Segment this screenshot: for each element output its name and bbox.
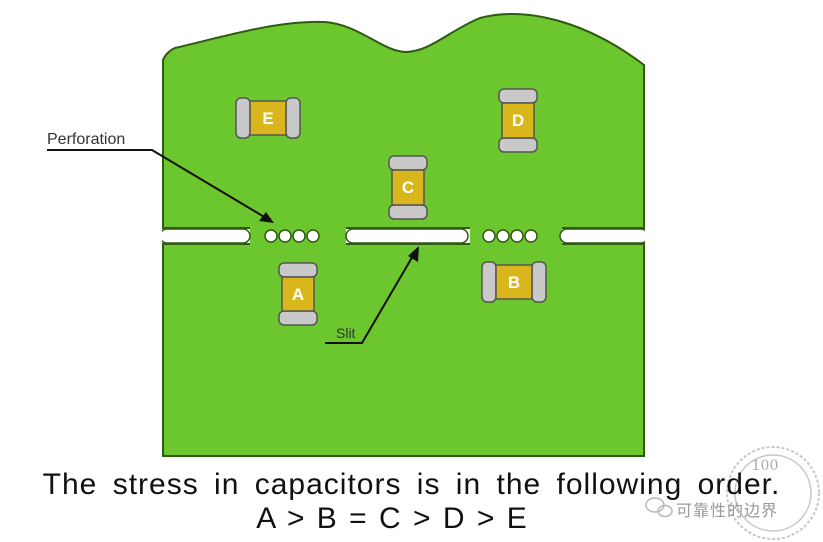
capacitor-a-label: A [292,285,304,304]
slit-right [559,228,649,244]
board-upper [162,13,645,229]
perforation-hole [292,229,306,243]
perforation-hole [482,229,496,243]
watermark-stamp-text: 100 [752,458,779,474]
perforation-hole [264,229,278,243]
capacitor-c-label: C [402,178,414,197]
perforation-hole [306,229,320,243]
capacitor-e-label: E [262,109,273,128]
perforation-holes-left [264,229,320,243]
wechat-icon [645,497,673,518]
slit-left [159,228,251,244]
capacitor-d: D [498,88,538,153]
perforation-leader-line [47,149,267,219]
slit-leader-line [325,253,415,344]
watermark-site-text: 可靠性的边界 [676,501,779,520]
capacitor-a: A [278,262,318,326]
capacitor-e: E [235,97,301,139]
slit-center [345,228,469,244]
perforation-hole [278,229,292,243]
perforation-hole [510,229,524,243]
perforation-holes-right [482,229,538,243]
board-lower [162,243,645,457]
perforation-hole [496,229,510,243]
perforation-label: Perforation [47,131,125,148]
perforation-arrowhead [259,212,274,223]
slit-arrowhead [408,246,419,262]
watermark-stamp: 100 [726,446,820,540]
capacitor-d-label: D [512,111,524,130]
capacitor-b-label: B [508,273,520,292]
capacitor-b: B [481,261,547,303]
caption-line-1: The stress in capacitors is in the follo… [42,468,781,501]
perforation-hole [524,229,538,243]
slit-label: Slit [336,325,356,341]
capacitor-c: C [388,155,428,220]
caption-line-2: A > B = C > D > E [256,502,527,535]
